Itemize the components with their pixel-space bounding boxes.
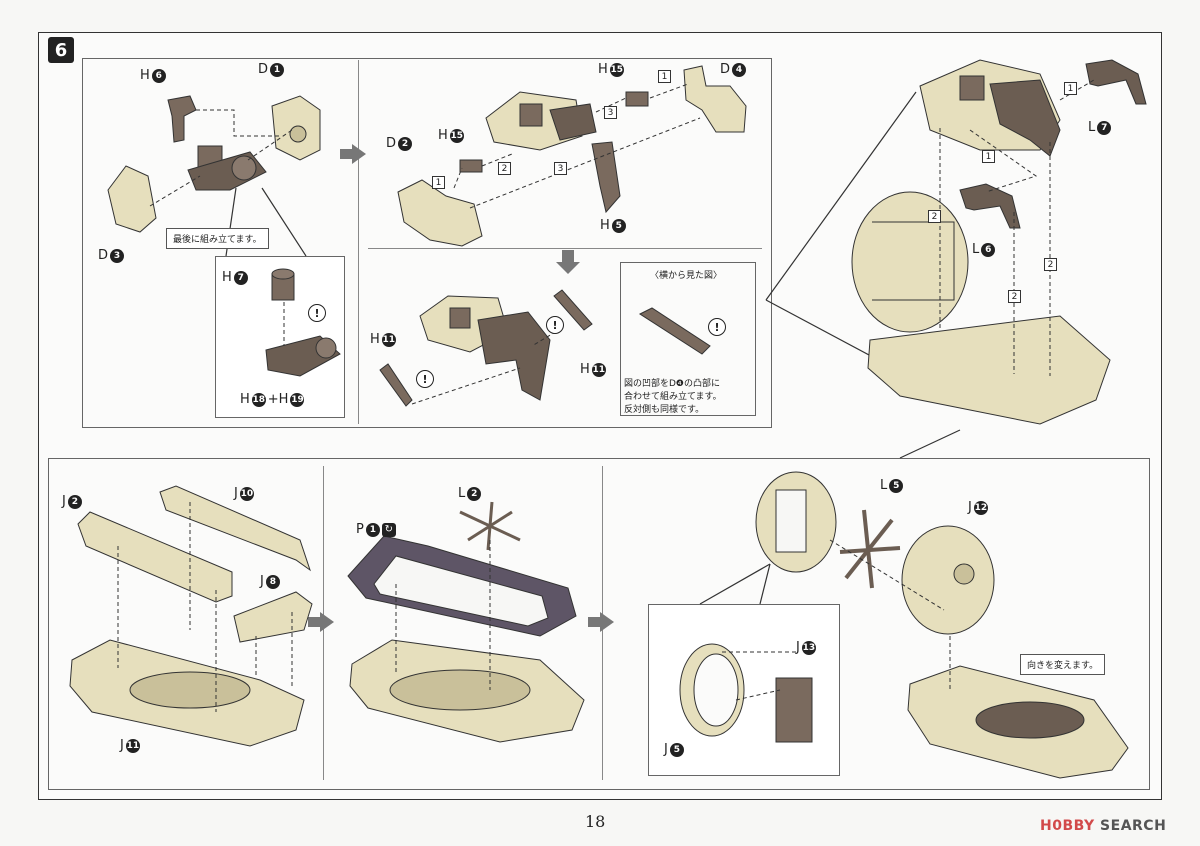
part-l5 (839, 509, 901, 589)
top-panel-horizontal-divider (368, 248, 762, 249)
flow-arrow-right-top (340, 144, 366, 164)
part-d4 (683, 65, 747, 133)
part-d2 (397, 179, 483, 247)
part-h11-right (553, 289, 593, 331)
part-p1 (347, 535, 577, 637)
watermark-logo: H0BBY SEARCH (1040, 818, 1166, 834)
top-panel-vertical-divider (358, 60, 359, 424)
part-hover-hull-right (907, 665, 1129, 779)
inset-side-view-panel (620, 262, 756, 416)
part-h15-top (625, 91, 649, 107)
part-h11-side-view (638, 307, 711, 355)
bottom-assembly-panel (48, 458, 1150, 790)
part-j8 (233, 591, 313, 643)
part-hover-base-detail (851, 59, 1111, 425)
part-j10 (159, 485, 311, 572)
j5-leader-line (699, 563, 771, 605)
note-change-direction: 向きを変えます。 (1020, 654, 1106, 675)
part-l6 (959, 183, 1021, 229)
step-mark-2: 2 (928, 210, 941, 223)
paint-mark-icon: ↻ (381, 522, 396, 537)
step-mark-3: 3 (604, 106, 617, 119)
part-assembly-mid-bottom (419, 295, 551, 401)
part-hover-hull-mid (349, 639, 585, 743)
note-side-view-title: 〈横から見た図〉 (650, 271, 723, 281)
step-mark-1: 1 (982, 150, 995, 163)
watermark-hobby: H0BBY (1040, 818, 1095, 834)
step-mark-2: 2 (1008, 290, 1021, 303)
part-l2 (459, 501, 521, 551)
step-mark-1: 1 (432, 176, 445, 189)
flow-arrow-down (556, 250, 580, 274)
part-j13 (775, 677, 813, 743)
note-line: 反対側も同様です。 (624, 405, 705, 415)
part-h15-mid (459, 159, 483, 173)
part-d3 (107, 165, 157, 233)
caution-icon: ! (308, 304, 326, 322)
note-side-view-text: 図の凹部をD❹の凸部に 合わせて組み立てます。 反対側も同様です。 (624, 378, 722, 417)
detail-leader-line (765, 91, 917, 301)
step-mark-2: 2 (498, 162, 511, 175)
part-h7 (271, 268, 295, 301)
step-number-badge: 6 (48, 37, 74, 63)
note-line: 合わせて組み立てます。 (624, 392, 722, 402)
step-mark-3: 3 (554, 162, 567, 175)
step-mark-1: 1 (658, 70, 671, 83)
part-h-core-assembly (187, 145, 267, 191)
step-mark-2: 2 (1044, 258, 1057, 271)
flow-arrow-right-bottom-1 (308, 612, 334, 632)
part-h6-top (167, 95, 197, 143)
part-j11 (69, 639, 305, 747)
part-h5 (591, 141, 621, 214)
part-ring-frame (755, 471, 837, 573)
note-assemble-last: 最後に組み立てます。 (166, 228, 269, 249)
caution-icon: ! (546, 316, 564, 334)
caution-icon: ! (708, 318, 726, 336)
flow-arrow-right-bottom-2 (588, 612, 614, 632)
note-line: 図の凹部をD❹の凸部に (624, 379, 720, 389)
bottom-leader-line (899, 429, 961, 459)
part-assembly-mid-top (485, 91, 597, 151)
j5-leader-line-2 (759, 563, 771, 605)
part-h11-left (379, 363, 413, 407)
inset-leader-line (261, 187, 307, 257)
step-mark-1: 1 (1064, 82, 1077, 95)
part-d1 (271, 95, 321, 161)
part-j5 (679, 643, 745, 737)
part-j12 (901, 525, 995, 635)
part-h18-h19 (265, 335, 341, 377)
part-l7 (1085, 59, 1147, 105)
top-assembly-panel (82, 58, 772, 428)
part-j2 (77, 511, 233, 603)
caution-icon: ! (416, 370, 434, 388)
page-number: 18 (585, 812, 606, 831)
watermark-search: SEARCH (1100, 818, 1167, 834)
